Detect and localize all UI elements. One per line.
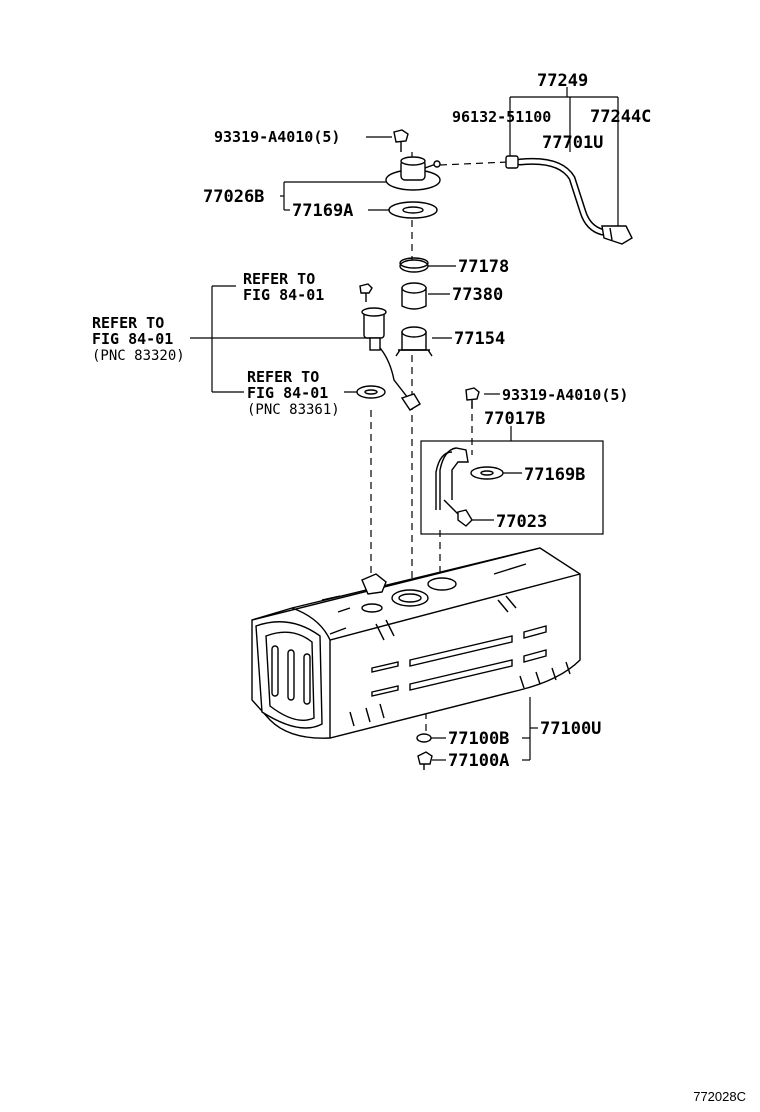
label-77249: 77249 <box>537 71 588 91</box>
label-77178: 77178 <box>458 257 509 277</box>
leader-lines <box>190 87 619 761</box>
gasket-77100b <box>416 733 432 743</box>
diagram-code: 772028C <box>693 1089 746 1104</box>
bolt-93319-top <box>393 129 409 152</box>
sender-gauge-77026b <box>385 156 441 191</box>
bolt-93319-right <box>465 387 480 408</box>
label-77169a: 77169A <box>292 201 353 221</box>
ring-77178 <box>399 257 429 273</box>
label-77023: 77023 <box>496 512 547 532</box>
drain-plug-77100a <box>417 751 433 770</box>
refer-top-line2: FIG 84-01 <box>243 286 324 304</box>
filter-77023 <box>457 509 473 527</box>
label-77100a: 77100A <box>448 751 509 771</box>
label-77017b: 77017B <box>484 409 545 429</box>
fuel-pump-assembly <box>356 283 421 411</box>
label-77380: 77380 <box>452 285 503 305</box>
refer-left-line2: FIG 84-01 <box>92 330 173 348</box>
pump-bracket-77154 <box>395 326 433 357</box>
refer-note-left: REFER TO FIG 84-01 (PNC 83320) <box>92 314 185 364</box>
refer-note-top: REFER TO FIG 84-01 <box>243 270 324 304</box>
refer-top-line1: REFER TO <box>243 270 315 288</box>
refer-mid-line3: (PNC 83361) <box>247 402 340 418</box>
label-77154: 77154 <box>454 329 505 349</box>
label-77701u: 77701U <box>542 133 603 153</box>
label-93319-a4010-top: 93319-A4010(5) <box>214 128 340 146</box>
refer-mid-line2: FIG 84-01 <box>247 384 328 402</box>
cap-77380 <box>401 282 427 310</box>
refer-mid-line1: REFER TO <box>247 368 319 386</box>
label-77244c: 77244C <box>590 107 651 127</box>
suction-tube-77017b <box>435 447 469 515</box>
fuel-tank <box>251 547 581 739</box>
label-77100u: 77100U <box>540 719 601 739</box>
refer-left-line3: (PNC 83320) <box>92 348 185 364</box>
label-77169b: 77169B <box>524 465 585 485</box>
label-96132-51100: 96132-51100 <box>452 108 551 126</box>
refer-left-line1: REFER TO <box>92 314 164 332</box>
gasket-77169b <box>470 466 504 480</box>
filler-hose <box>505 155 633 245</box>
label-77100b: 77100B <box>448 729 509 749</box>
refer-note-mid: REFER TO FIG 84-01 (PNC 83361) <box>247 368 340 418</box>
label-77026b: 77026B <box>203 187 264 207</box>
label-93319-a4010-right: 93319-A4010(5) <box>502 386 628 404</box>
gasket-77169a <box>388 201 438 219</box>
